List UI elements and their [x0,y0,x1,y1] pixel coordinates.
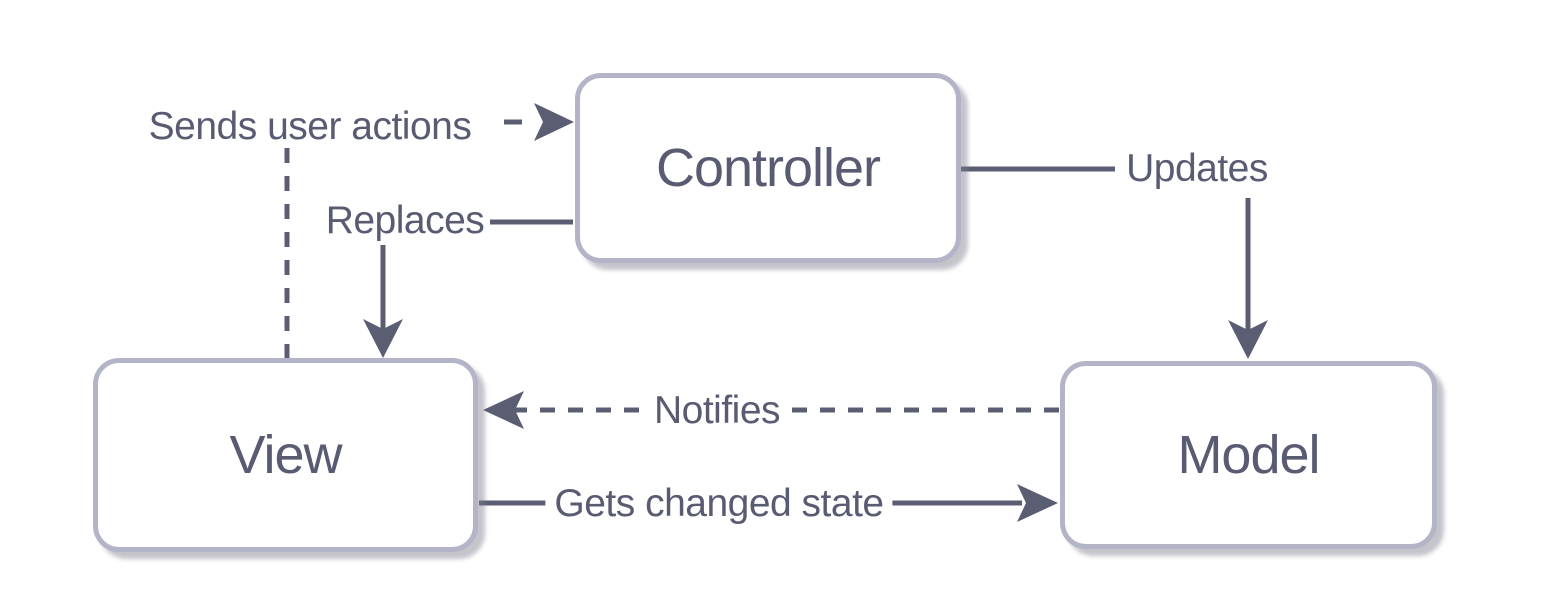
edge-label-replaces: Replaces [325,199,485,242]
edge-label-notifies: Notifies [644,389,790,433]
node-view-label: View [229,425,342,485]
node-controller-label: Controller [655,138,881,198]
node-model-label: Model [1177,425,1320,485]
edge-notifies-arrowhead [483,391,524,429]
node-view: View [93,358,478,552]
edge-updates-arrowhead [1228,320,1268,359]
edge-label-gets-changed-state: Gets changed state [545,482,893,526]
edge-label-updates: Updates [1126,147,1268,190]
node-controller: Controller [575,73,961,263]
edge-sends-user-actions-arrowhead [534,103,574,141]
edge-gets-changed-state-arrowhead [1017,484,1058,522]
edge-replaces-arrowhead [363,319,403,358]
node-model: Model [1060,361,1437,549]
edge-label-sends-user-actions: Sends user actions [148,105,472,148]
